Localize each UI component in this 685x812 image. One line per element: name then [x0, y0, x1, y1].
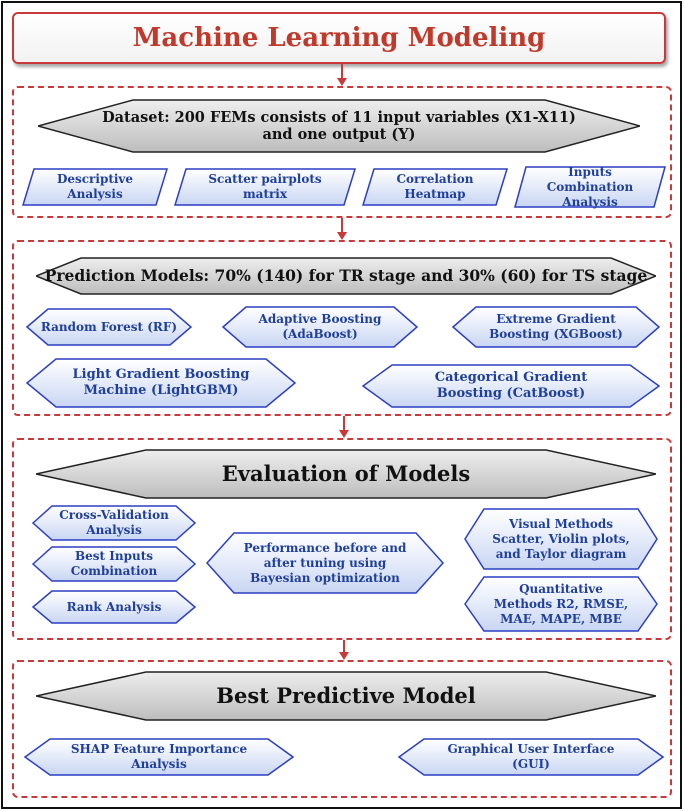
gui-label: Graphical User Interface (GUI): [447, 742, 615, 771]
evaluation-banner: Evaluation of Models: [36, 448, 656, 500]
model-catboost: Categorical Gradient Boosting (CatBoost): [362, 364, 660, 408]
performance-box: Performance before and after tuning usin…: [206, 532, 444, 594]
scatter-pairplots-label: Scatter pairplots matrix: [208, 172, 322, 201]
hex-shape: [32, 546, 196, 582]
dataset-banner-shape: [38, 99, 640, 153]
evaluation-banner-text: Evaluation of Models: [221, 461, 471, 487]
title-box: Machine Learning Modeling: [12, 12, 666, 64]
prediction-banner: Prediction Models: 70% (140) for TR stag…: [36, 256, 656, 296]
hex-shape: [32, 590, 196, 624]
gui-box: Graphical User Interface (GUI): [398, 738, 664, 776]
descriptive-analysis-label: Descriptive Analysis: [56, 172, 134, 201]
rank-analysis-box: Rank Analysis: [32, 590, 196, 624]
stage-dataset: [12, 86, 672, 218]
model-rf-label: Random Forest (RF): [40, 319, 178, 334]
para-shape: [362, 168, 508, 206]
correlation-heatmap-box: Correlation Heatmap: [362, 168, 508, 206]
descriptive-analysis-box: Descriptive Analysis: [22, 168, 168, 206]
model-lightgbm-label: Light Gradient Boosting Machine (LightGB…: [72, 366, 250, 398]
correlation-heatmap-label: Correlation Heatmap: [396, 172, 474, 201]
hex-shape: [26, 358, 296, 408]
hex-shape: [464, 576, 658, 632]
rank-analysis-label: Rank Analysis: [66, 599, 162, 614]
para-shape: [22, 168, 168, 206]
stage-best-model: [12, 660, 672, 798]
para-shape: [514, 166, 666, 208]
quantitative-methods-label: Quantitative Methods R2, RMSE, MAE, MAPE…: [493, 581, 629, 626]
hex-shape: [24, 738, 294, 776]
hex-shape: [362, 364, 660, 408]
quantitative-methods-box: Quantitative Methods R2, RMSE, MAE, MAPE…: [464, 576, 658, 632]
model-lightgbm: Light Gradient Boosting Machine (LightGB…: [26, 358, 296, 408]
performance-label: Performance before and after tuning usin…: [243, 540, 407, 585]
dataset-banner-text: Dataset: 200 FEMs consists of 11 input v…: [102, 109, 576, 144]
arrow-title-to-dataset: [337, 64, 347, 86]
shap-box: SHAP Feature Importance Analysis: [24, 738, 294, 776]
visual-methods-label: Visual Methods Scatter, Violin plots, an…: [492, 516, 630, 561]
hex-shape: [398, 738, 664, 776]
cross-validation-label: Cross-Validation Analysis: [59, 508, 169, 537]
hex-shape: [222, 306, 418, 348]
arrow-evaluation-to-best-model: [339, 640, 349, 660]
hex-shape: [32, 505, 196, 541]
shap-label: SHAP Feature Importance Analysis: [70, 742, 248, 771]
stage-evaluation: [12, 438, 672, 640]
dataset-banner-line1: Dataset: 200 FEMs consists of 11 input v…: [102, 108, 576, 126]
cross-validation-box: Cross-Validation Analysis: [32, 505, 196, 541]
inputs-combination-label: Inputs Combination Analysis: [546, 164, 634, 209]
best-model-banner-shape: [36, 671, 656, 721]
model-adaboost: Adaptive Boosting (AdaBoost): [222, 306, 418, 348]
para-shape: [174, 168, 356, 206]
scatter-pairplots-box: Scatter pairplots matrix: [174, 168, 356, 206]
visual-methods-box: Visual Methods Scatter, Violin plots, an…: [464, 508, 658, 570]
hex-shape: [452, 306, 660, 348]
hex-shape: [464, 508, 658, 570]
best-inputs-label: Best Inputs Combination: [70, 549, 158, 578]
stage-prediction: [12, 240, 672, 416]
arrow-prediction-to-evaluation: [339, 416, 349, 438]
dataset-banner: Dataset: 200 FEMs consists of 11 input v…: [38, 98, 640, 154]
model-xgboost: Extreme Gradient Boosting (XGBoost): [452, 306, 660, 348]
model-xgboost-label: Extreme Gradient Boosting (XGBoost): [489, 312, 623, 341]
evaluation-banner-shape: [36, 449, 656, 499]
inputs-combination-box: Inputs Combination Analysis: [514, 164, 666, 209]
hex-shape: [206, 532, 444, 594]
best-model-banner-text: Best Predictive Model: [216, 683, 476, 709]
model-rf: Random Forest (RF): [26, 308, 192, 346]
prediction-banner-text: Prediction Models: 70% (140) for TR stag…: [44, 265, 648, 285]
dataset-banner-line2: and one output (Y): [262, 126, 416, 143]
model-adaboost-label: Adaptive Boosting (AdaBoost): [258, 312, 382, 341]
best-model-banner: Best Predictive Model: [36, 670, 656, 722]
diagram-title: Machine Learning Modeling: [132, 23, 546, 53]
model-catboost-label: Categorical Gradient Boosting (CatBoost): [434, 369, 588, 401]
arrow-dataset-to-prediction: [337, 218, 347, 240]
prediction-banner-shape: [36, 257, 656, 295]
best-inputs-box: Best Inputs Combination: [32, 546, 196, 582]
hex-shape: [26, 308, 192, 346]
